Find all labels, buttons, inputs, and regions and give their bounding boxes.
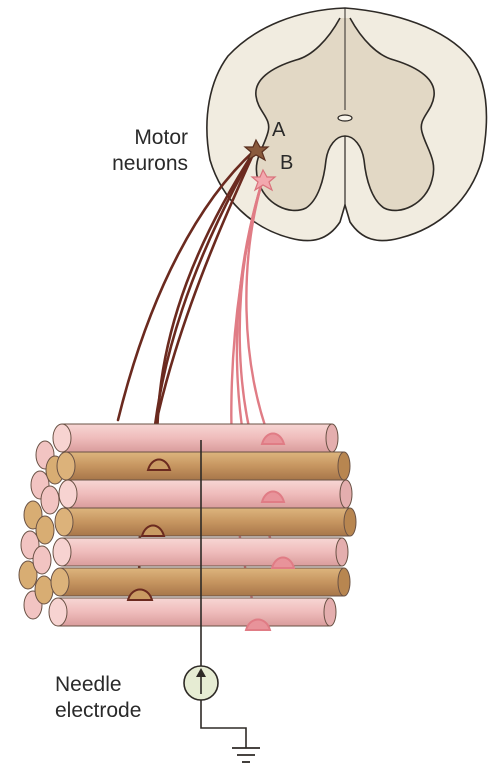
muscle-fiber-5 [60, 568, 344, 596]
muscle-fiber-near-end-2 [59, 480, 77, 508]
neuron-a-label: A [272, 117, 285, 143]
motor-neurons-label-line1: Motor [92, 125, 188, 151]
muscle-fiber-near-end-1 [57, 452, 75, 480]
muscle-fiber-3 [64, 508, 350, 536]
muscle-fiber-far-end-1 [338, 452, 350, 480]
muscle-fiber-far-end-4 [336, 538, 348, 566]
spinal-cord-section [207, 8, 487, 241]
ground-symbol [232, 748, 260, 762]
ground-wire [201, 700, 246, 748]
fiber-end-back-9 [33, 546, 51, 574]
needle-electrode-label-line2: electrode [55, 698, 205, 724]
muscle-fiber-near-end-4 [53, 538, 71, 566]
muscle-fiber-far-end-0 [326, 424, 338, 452]
muscle-fiber-6 [58, 598, 330, 626]
muscle-fiber-0 [62, 424, 332, 452]
muscle-fiber-near-end-5 [51, 568, 69, 596]
muscle-fiber-near-end-0 [53, 424, 71, 452]
muscle-fiber-far-end-2 [340, 480, 352, 508]
fiber-end-back-8 [36, 516, 54, 544]
muscle-fiber-far-end-6 [324, 598, 336, 626]
needle-electrode-label: Needle electrode [55, 672, 205, 724]
muscle-fiber-far-end-3 [344, 508, 356, 536]
muscle-fiber-bundle [19, 424, 356, 626]
fiber-end-back-10 [35, 576, 53, 604]
muscle-fiber-1 [66, 452, 344, 480]
fiber-end-back-7 [41, 486, 59, 514]
muscle-fiber-near-end-3 [55, 508, 73, 536]
neuron-b-label: B [280, 150, 293, 176]
needle-electrode-label-line1: Needle [55, 672, 205, 698]
muscle-fiber-2 [68, 480, 346, 508]
muscle-fiber-4 [62, 538, 342, 566]
muscle-fiber-near-end-6 [49, 598, 67, 626]
motor-neurons-label: Motor neurons [92, 125, 188, 177]
motor-neurons-label-line2: neurons [92, 151, 188, 177]
central-canal [338, 115, 352, 121]
muscle-fiber-far-end-5 [338, 568, 350, 596]
